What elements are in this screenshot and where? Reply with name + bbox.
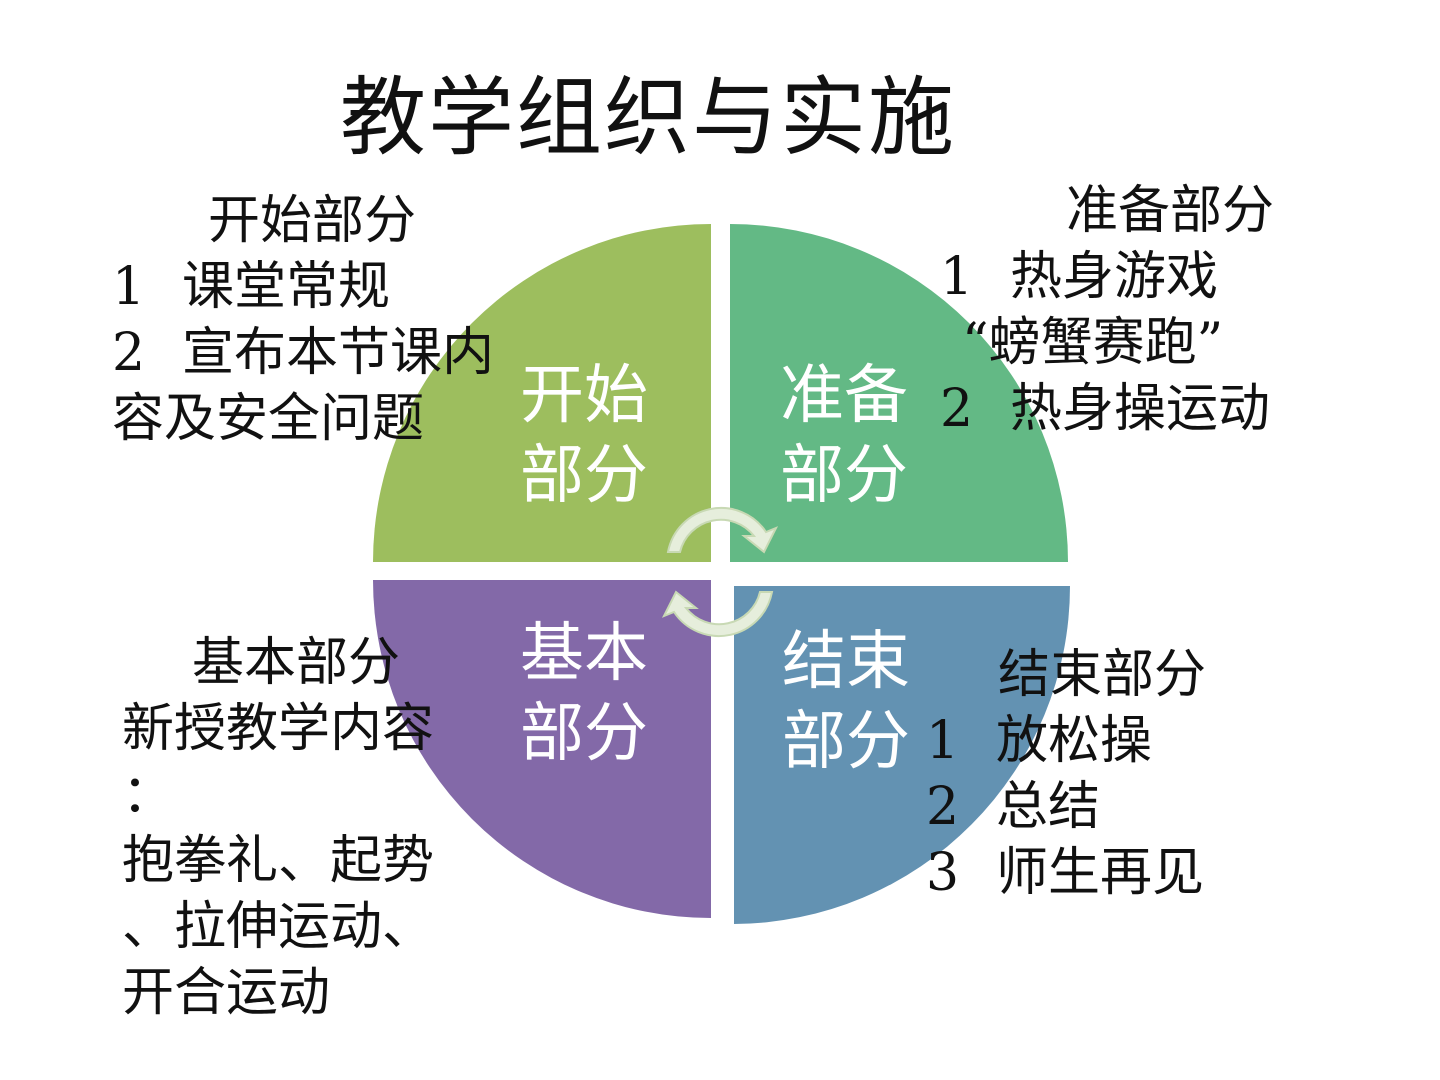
note-prep-item-2: 2 热身操运动 bbox=[940, 376, 1274, 442]
quadrant-end bbox=[734, 586, 1070, 924]
note-start-item-2-number: 2 bbox=[112, 323, 146, 383]
note-prep-heading: 准备部分 bbox=[1066, 181, 1275, 241]
note-basic-line-5: 开合运动 bbox=[122, 963, 331, 1023]
note-prep-item-2-text: 热身操运动 bbox=[1010, 379, 1271, 439]
quadrant-label-prep-line2: 部分 bbox=[780, 439, 908, 513]
note-basic-heading: 基本部分 bbox=[192, 633, 401, 693]
note-start-item-2-text: 宣布本节课内 bbox=[182, 323, 495, 383]
note-prep-item-1-number: 1 bbox=[940, 247, 974, 307]
cycle-arrow-top-icon bbox=[666, 506, 779, 554]
quadrant-label-start-line1: 开始 bbox=[520, 359, 648, 433]
note-end-item-1: 1 放松操 bbox=[926, 708, 1206, 774]
note-start-item-1: 1 课堂常规 bbox=[112, 254, 494, 320]
note-start-item-2: 2 宣布本节课内 bbox=[112, 320, 494, 386]
note-end-item-3-number: 3 bbox=[926, 843, 960, 903]
note-prep: 准备部分 1 热身游戏 “螃蟹赛跑” 2 热身操运动 bbox=[940, 178, 1274, 442]
quadrant-label-end-line2: 部分 bbox=[782, 705, 910, 779]
note-prep-item-1-cont: “螃蟹赛跑” bbox=[962, 313, 1224, 373]
quadrant-label-end-line1: 结束 bbox=[782, 625, 910, 699]
note-start: 开始部分 1 课堂常规 2 宣布本节课内 容及安全问题 bbox=[112, 188, 494, 452]
note-end-item-3-text: 师生再见 bbox=[996, 843, 1205, 903]
note-prep-item-2-number: 2 bbox=[940, 379, 974, 439]
quadrant-label-prep-line1: 准备 bbox=[780, 359, 908, 433]
quadrant-prep bbox=[730, 224, 1068, 562]
note-basic-line-3: 抱拳礼、起势 bbox=[122, 831, 435, 891]
cycle-arrows bbox=[661, 506, 779, 638]
note-basic: 基本部分 新授教学内容 ： 抱拳礼、起势 、拉伸运动、 开合运动 bbox=[122, 630, 434, 1026]
note-end-item-2-text: 总结 bbox=[996, 777, 1101, 837]
note-basic-line-4: 、拉伸运动、 bbox=[122, 897, 435, 957]
quadrant-label-basic-line2: 部分 bbox=[520, 697, 648, 771]
note-prep-item-1-text: 热身游戏 bbox=[1010, 247, 1219, 307]
quadrant-label-end: 结束 部分 bbox=[782, 622, 910, 782]
quadrant-start bbox=[373, 224, 711, 562]
note-end-item-1-text: 放松操 bbox=[996, 711, 1153, 771]
note-end-item-3: 3 师生再见 bbox=[926, 840, 1206, 906]
quadrant-basic bbox=[373, 580, 711, 918]
slide-title: 教学组织与实施 bbox=[340, 68, 956, 168]
quadrant-label-basic: 基本 部分 bbox=[520, 614, 648, 774]
quadrant-label-start: 开始 部分 bbox=[520, 356, 648, 516]
note-start-heading: 开始部分 bbox=[208, 191, 417, 251]
quadrant-label-prep: 准备 部分 bbox=[780, 356, 908, 516]
note-basic-line-2: ： bbox=[122, 765, 175, 825]
note-end-item-2: 2 总结 bbox=[926, 774, 1206, 840]
note-end: 结束部分 1 放松操 2 总结 3 师生再见 bbox=[926, 642, 1206, 906]
cycle-arrow-bottom-icon bbox=[661, 590, 774, 638]
note-basic-line-1: 新授教学内容 bbox=[122, 699, 435, 759]
note-end-item-2-number: 2 bbox=[926, 777, 960, 837]
note-start-item-1-number: 1 bbox=[112, 257, 146, 317]
note-end-heading: 结束部分 bbox=[998, 645, 1207, 705]
quadrant-label-basic-line1: 基本 bbox=[520, 617, 648, 691]
note-start-item-1-text: 课堂常规 bbox=[182, 257, 391, 317]
note-start-item-2-cont: 容及安全问题 bbox=[112, 389, 425, 449]
quadrant-label-start-line2: 部分 bbox=[520, 439, 648, 513]
note-end-item-1-number: 1 bbox=[926, 711, 960, 771]
note-prep-item-1: 1 热身游戏 bbox=[940, 244, 1274, 310]
